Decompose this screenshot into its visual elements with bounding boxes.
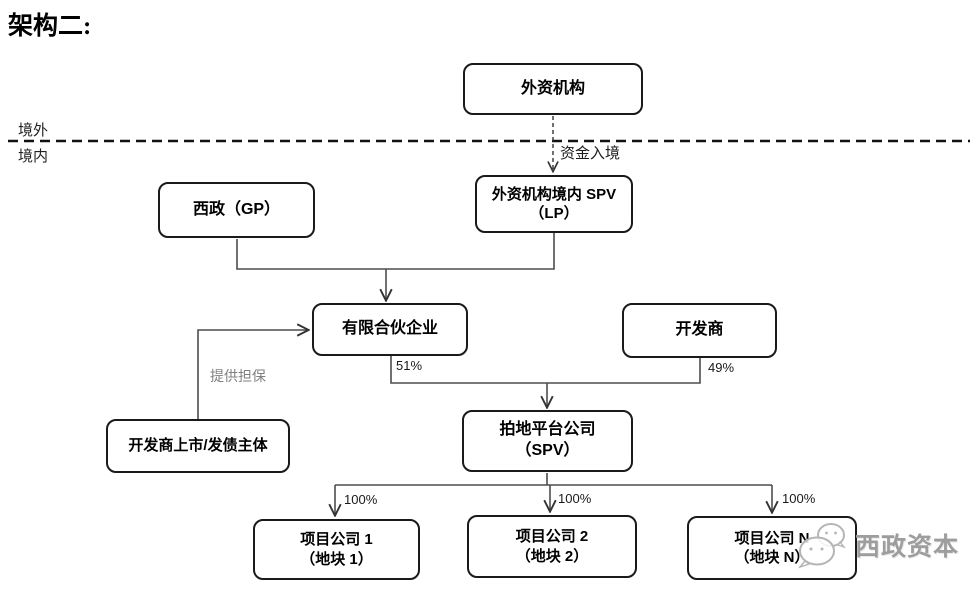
node-label-line1: 外资机构境内 SPV bbox=[491, 185, 617, 203]
node-label: 外资机构 bbox=[520, 79, 585, 97]
node-label: 开发商 bbox=[675, 321, 724, 339]
node-project-company-1: 项目公司 1 （地块 1） bbox=[253, 519, 420, 580]
node-label-line2: （地块 N） bbox=[734, 549, 810, 566]
guarantee-label: 提供担保 bbox=[210, 370, 266, 385]
node-label-line1: 拍地平台公司 bbox=[499, 421, 596, 439]
node-label-line2: （SPV） bbox=[515, 442, 580, 459]
edge-gp-lp-junction bbox=[236, 233, 555, 270]
node-project-company-2: 项目公司 2 （地块 2） bbox=[467, 515, 637, 578]
node-label-line1: 项目公司 N bbox=[734, 529, 810, 547]
node-land-platform-spv: 拍地平台公司 （SPV） bbox=[462, 410, 633, 472]
offshore-label: 境外 bbox=[18, 123, 49, 139]
node-label-line1: 项目公司 2 bbox=[515, 528, 589, 545]
project2-share-label: 100% bbox=[558, 491, 592, 506]
node-foreign-spv-lp: 外资机构境内 SPV （LP） bbox=[475, 175, 633, 233]
partnership-share-label: 51% bbox=[396, 358, 423, 373]
node-developer-listed-entity: 开发商上市/发债主体 bbox=[106, 419, 290, 473]
edge-guarantee bbox=[197, 330, 308, 419]
node-label: 有限合伙企业 bbox=[341, 320, 438, 338]
node-project-company-n: 项目公司 N （地块 N） bbox=[687, 516, 857, 580]
node-label-line1: 项目公司 1 bbox=[300, 531, 373, 548]
node-foreign-institution: 外资机构 bbox=[463, 63, 643, 115]
page-title: 架构二: bbox=[8, 13, 92, 40]
node-label: 西政（GP） bbox=[192, 200, 281, 218]
node-label: 开发商上市/发债主体 bbox=[128, 437, 268, 455]
projectn-share-label: 100% bbox=[782, 491, 816, 506]
node-developer: 开发商 bbox=[622, 303, 777, 358]
onshore-label: 境内 bbox=[18, 149, 49, 165]
capital-entry-label: 资金入境 bbox=[560, 146, 621, 162]
edge-partnership-developer-junction bbox=[390, 356, 701, 384]
node-label-line2: （地块 2） bbox=[515, 547, 589, 565]
edge-platform-distribution bbox=[335, 473, 772, 486]
project1-share-label: 100% bbox=[344, 492, 378, 507]
node-xizheng-gp: 西政（GP） bbox=[158, 182, 315, 238]
node-label-line2: （LP） bbox=[529, 205, 579, 222]
node-label-line2: （地块 1） bbox=[300, 550, 373, 568]
node-limited-partnership: 有限合伙企业 bbox=[312, 303, 468, 356]
developer-share-label: 49% bbox=[708, 360, 735, 375]
